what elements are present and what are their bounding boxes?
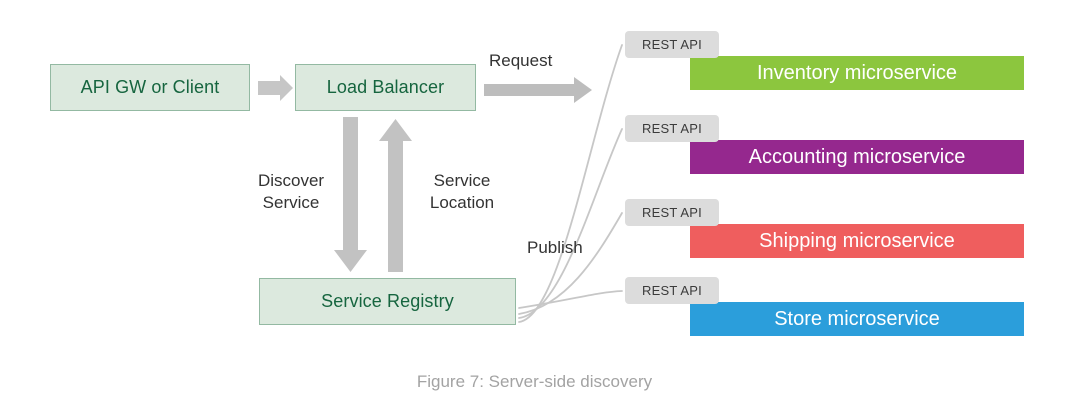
microservice-bar[interactable]: Shipping microservice [690, 224, 1024, 258]
arrow-right-icon [484, 77, 592, 103]
rest-api-badge[interactable]: REST API [625, 277, 719, 304]
rest-api-badge[interactable]: REST API [625, 31, 719, 58]
microservice-bar[interactable]: Store microservice [690, 302, 1024, 336]
rest-api-badge[interactable]: REST API [625, 115, 719, 142]
node-service-registry[interactable]: Service Registry [259, 278, 516, 325]
arrow-up-icon [379, 119, 412, 272]
node-api-gateway-or-client[interactable]: API GW or Client [50, 64, 250, 111]
microservice-bar[interactable]: Accounting microservice [690, 140, 1024, 174]
flow-label-service-location: Service Location [429, 171, 495, 212]
figure-caption: Figure 7: Server-side discovery [416, 372, 653, 391]
arrow-down-icon [334, 117, 367, 272]
publish-connector-curves [518, 44, 623, 323]
flow-label-publish: Publish [527, 238, 583, 257]
microservice-bar[interactable]: Inventory microservice [690, 56, 1024, 90]
rest-api-badge[interactable]: REST API [625, 199, 719, 226]
arrow-right-icon [258, 75, 293, 101]
flow-label-discover-service: Discover Service [257, 171, 325, 212]
flow-label-request: Request [489, 51, 553, 70]
node-load-balancer[interactable]: Load Balancer [295, 64, 476, 111]
